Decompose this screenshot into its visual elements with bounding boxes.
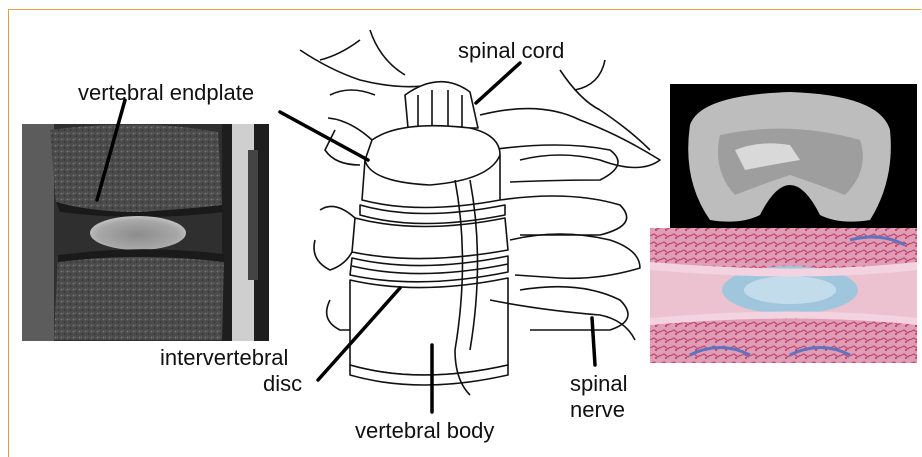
- label-intervertebral: intervertebral: [160, 345, 288, 371]
- leader-spinal-nerve: [592, 318, 595, 365]
- label-disc: disc: [263, 371, 302, 397]
- label-nerve: nerve: [570, 397, 625, 423]
- leader-spinal-cord: [476, 63, 520, 103]
- mri-image: [22, 124, 269, 341]
- label-spinal: spinal: [570, 371, 627, 397]
- label-vertebral-endplate: vertebral endplate: [78, 80, 254, 106]
- label-vertebral-body: vertebral body: [355, 418, 494, 444]
- histology-section: [650, 228, 917, 363]
- label-spinal-cord: spinal cord: [458, 38, 564, 64]
- disc-photograph: [670, 84, 917, 234]
- leader-endplate-drawing: [280, 112, 368, 160]
